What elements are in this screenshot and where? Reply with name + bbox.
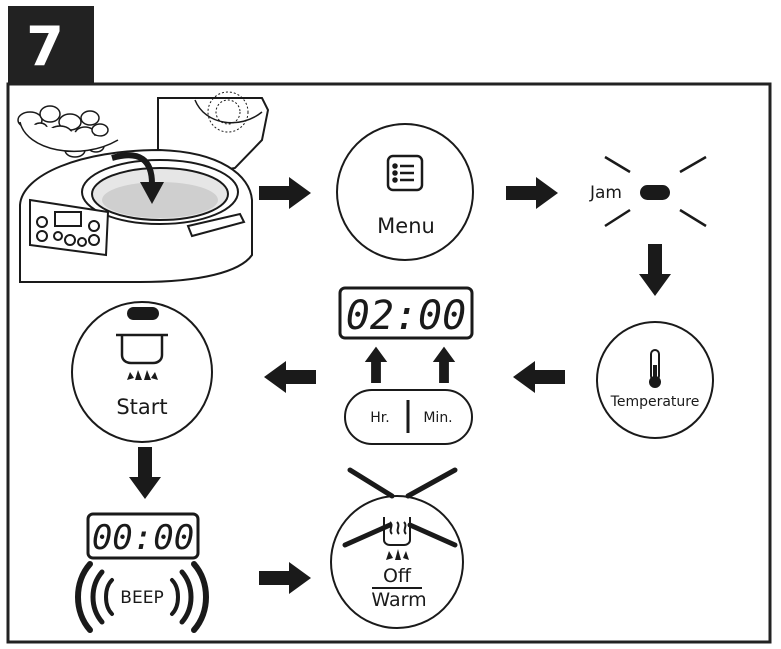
pot-icon	[116, 333, 168, 365]
arrow-icon	[259, 177, 311, 209]
menu-button[interactable]: Menu	[336, 123, 474, 261]
arrow-icon	[506, 177, 558, 209]
arrow-icon	[639, 244, 671, 296]
end-display-value: 00:00	[92, 518, 194, 558]
flame-icon	[127, 370, 158, 380]
start-button[interactable]: Start	[71, 301, 213, 443]
time-display: 02:00	[338, 286, 474, 340]
temperature-label: Temperature	[610, 394, 700, 410]
steam-icon	[383, 517, 411, 546]
arrow-icon	[264, 361, 316, 393]
beep-signal: BEEP	[75, 561, 209, 633]
minute-button[interactable]: Min.	[423, 410, 452, 426]
cooker-icon	[17, 91, 270, 283]
time-display-value: 02:00	[346, 293, 466, 339]
step-header: 7	[8, 6, 94, 84]
time-adjust-buttons: Hr. Min.	[344, 389, 473, 445]
arrow-icon	[364, 346, 388, 383]
menu-list-icon	[386, 154, 424, 192]
menu-label: Menu	[377, 214, 435, 238]
arrow-icon	[432, 346, 456, 383]
thermometer-icon	[649, 349, 661, 388]
temperature-button[interactable]: Temperature	[596, 321, 714, 439]
off-warm-button[interactable]: Off Warm	[330, 467, 464, 629]
beep-label: BEEP	[120, 588, 163, 608]
arrow-icon	[513, 361, 565, 393]
step-number: 7	[26, 15, 64, 78]
arrow-icon	[259, 562, 311, 594]
warm-label: Warm	[371, 589, 426, 611]
arrow-icon	[129, 447, 161, 499]
jam-label: Jam	[589, 183, 622, 203]
start-label: Start	[116, 395, 167, 419]
flame-icon	[386, 549, 409, 560]
jam-indicator: Jam	[589, 155, 707, 228]
diagram-frame	[6, 82, 772, 644]
end-display: 00:00	[86, 512, 200, 560]
off-label: Off	[383, 565, 412, 587]
hour-button[interactable]: Hr.	[370, 410, 389, 426]
